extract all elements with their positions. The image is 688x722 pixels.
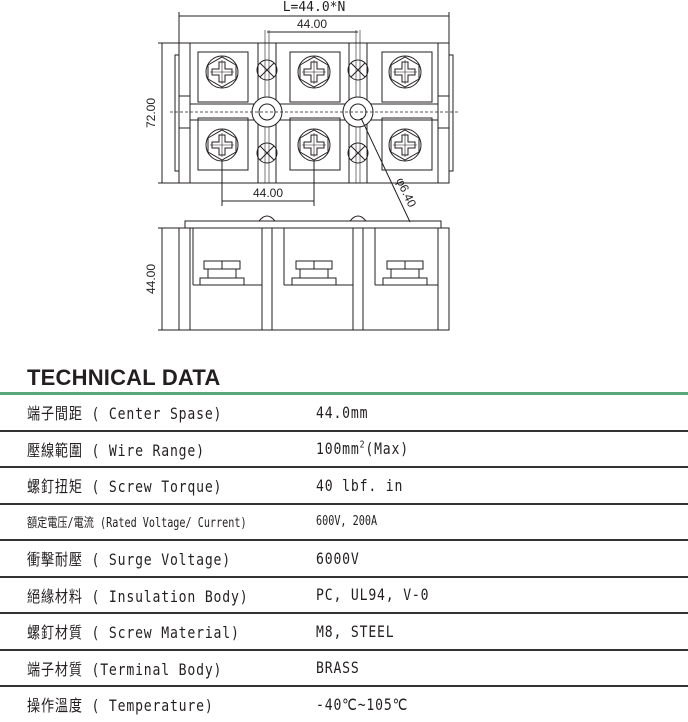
row-label: 絕緣材料 ( Insulation Body) xyxy=(27,586,249,606)
hole-diameter-label: φ6.40 xyxy=(393,175,419,209)
pitch-bottom-label: 44.00 xyxy=(253,186,283,200)
side-view xyxy=(178,215,450,331)
pitch-bottom-dimension: 44.00 xyxy=(221,160,315,206)
row-label: 螺釘材質 ( Screw Material) xyxy=(27,623,240,643)
height-top-label: 72.00 xyxy=(144,98,158,128)
pitch-top-label: 44.00 xyxy=(297,17,327,31)
terminal-screw-icon xyxy=(205,55,239,89)
title-divider xyxy=(0,392,688,395)
value-suffix: (Max) xyxy=(365,439,409,459)
table-row: 絕緣材料 ( Insulation Body) PC, UL94, V-0 xyxy=(0,578,688,614)
table-row: 端子材質 (Terminal Body) BRASS xyxy=(0,651,688,687)
table-row: 壓線範圍 ( Wire Range) 100mm2(Max) xyxy=(0,432,688,468)
table-row: 端子間距 ( Center Spase) 44.0mm xyxy=(0,395,688,432)
top-view xyxy=(170,30,458,184)
row-value: M8, STEEL xyxy=(316,621,395,641)
row-label: 額定電压/電流 (Rated Voltage/ Current) xyxy=(27,516,247,532)
row-value: 6000V xyxy=(316,548,360,568)
table-row: 額定電压/電流 (Rated Voltage/ Current) 600V, 20… xyxy=(0,505,688,541)
row-value: -40℃~105℃ xyxy=(316,694,409,714)
terminal-screw-icon xyxy=(388,55,422,89)
row-label: 端子間距 ( Center Spase) xyxy=(27,404,223,424)
terminal-screw-icon xyxy=(297,128,331,162)
row-label: 螺釘扭矩 ( Screw Torque) xyxy=(27,477,223,497)
row-value: PC, UL94, V-0 xyxy=(316,585,430,605)
row-value: 100mm2(Max) xyxy=(316,439,409,458)
table-row: 螺釘材質 ( Screw Material) M8, STEEL xyxy=(0,614,688,651)
row-value: 40 lbf. in xyxy=(316,475,404,495)
row-label: 端子材質 (Terminal Body) xyxy=(27,659,223,679)
height-side-label: 44.00 xyxy=(144,264,158,294)
value-main: 100mm xyxy=(316,439,360,459)
height-top-dimension: 72.00 xyxy=(144,42,179,184)
section-title: TECHNICAL DATA xyxy=(27,365,221,390)
row-label: 操作溫度 ( Temperature) xyxy=(27,696,214,716)
overall-length-dimension: L=44.0*N xyxy=(178,0,450,43)
value-superscript: 2 xyxy=(359,439,366,451)
height-side-dimension: 44.00 xyxy=(144,227,179,331)
row-value: 44.0mm xyxy=(316,402,369,422)
technical-data-table: 端子間距 ( Center Spase) 44.0mm 壓線範圍 ( Wire R… xyxy=(0,395,688,722)
table-row: 衝擊耐壓 ( Surge Voltage) 6000V xyxy=(0,541,688,578)
row-label: 壓線範圍 ( Wire Range) xyxy=(27,440,205,460)
terminal-screw-icon xyxy=(297,55,331,89)
terminal-screw-icon xyxy=(205,128,239,162)
row-value: 600V, 200A xyxy=(316,514,378,530)
row-value: BRASS xyxy=(316,658,360,678)
technical-drawing: L=44.0*N 44.00 72.00 xyxy=(144,0,458,331)
pitch-top-dimension: 44.00 xyxy=(267,17,358,33)
table-row: 操作溫度 ( Temperature) -40℃~105℃ xyxy=(0,687,688,722)
terminal-screw-icon xyxy=(388,128,422,162)
table-row: 螺釘扭矩 ( Screw Torque) 40 lbf. in xyxy=(0,468,688,505)
overall-length-label: L=44.0*N xyxy=(283,0,346,15)
row-label: 衝擊耐壓 ( Surge Voltage) xyxy=(27,550,231,570)
